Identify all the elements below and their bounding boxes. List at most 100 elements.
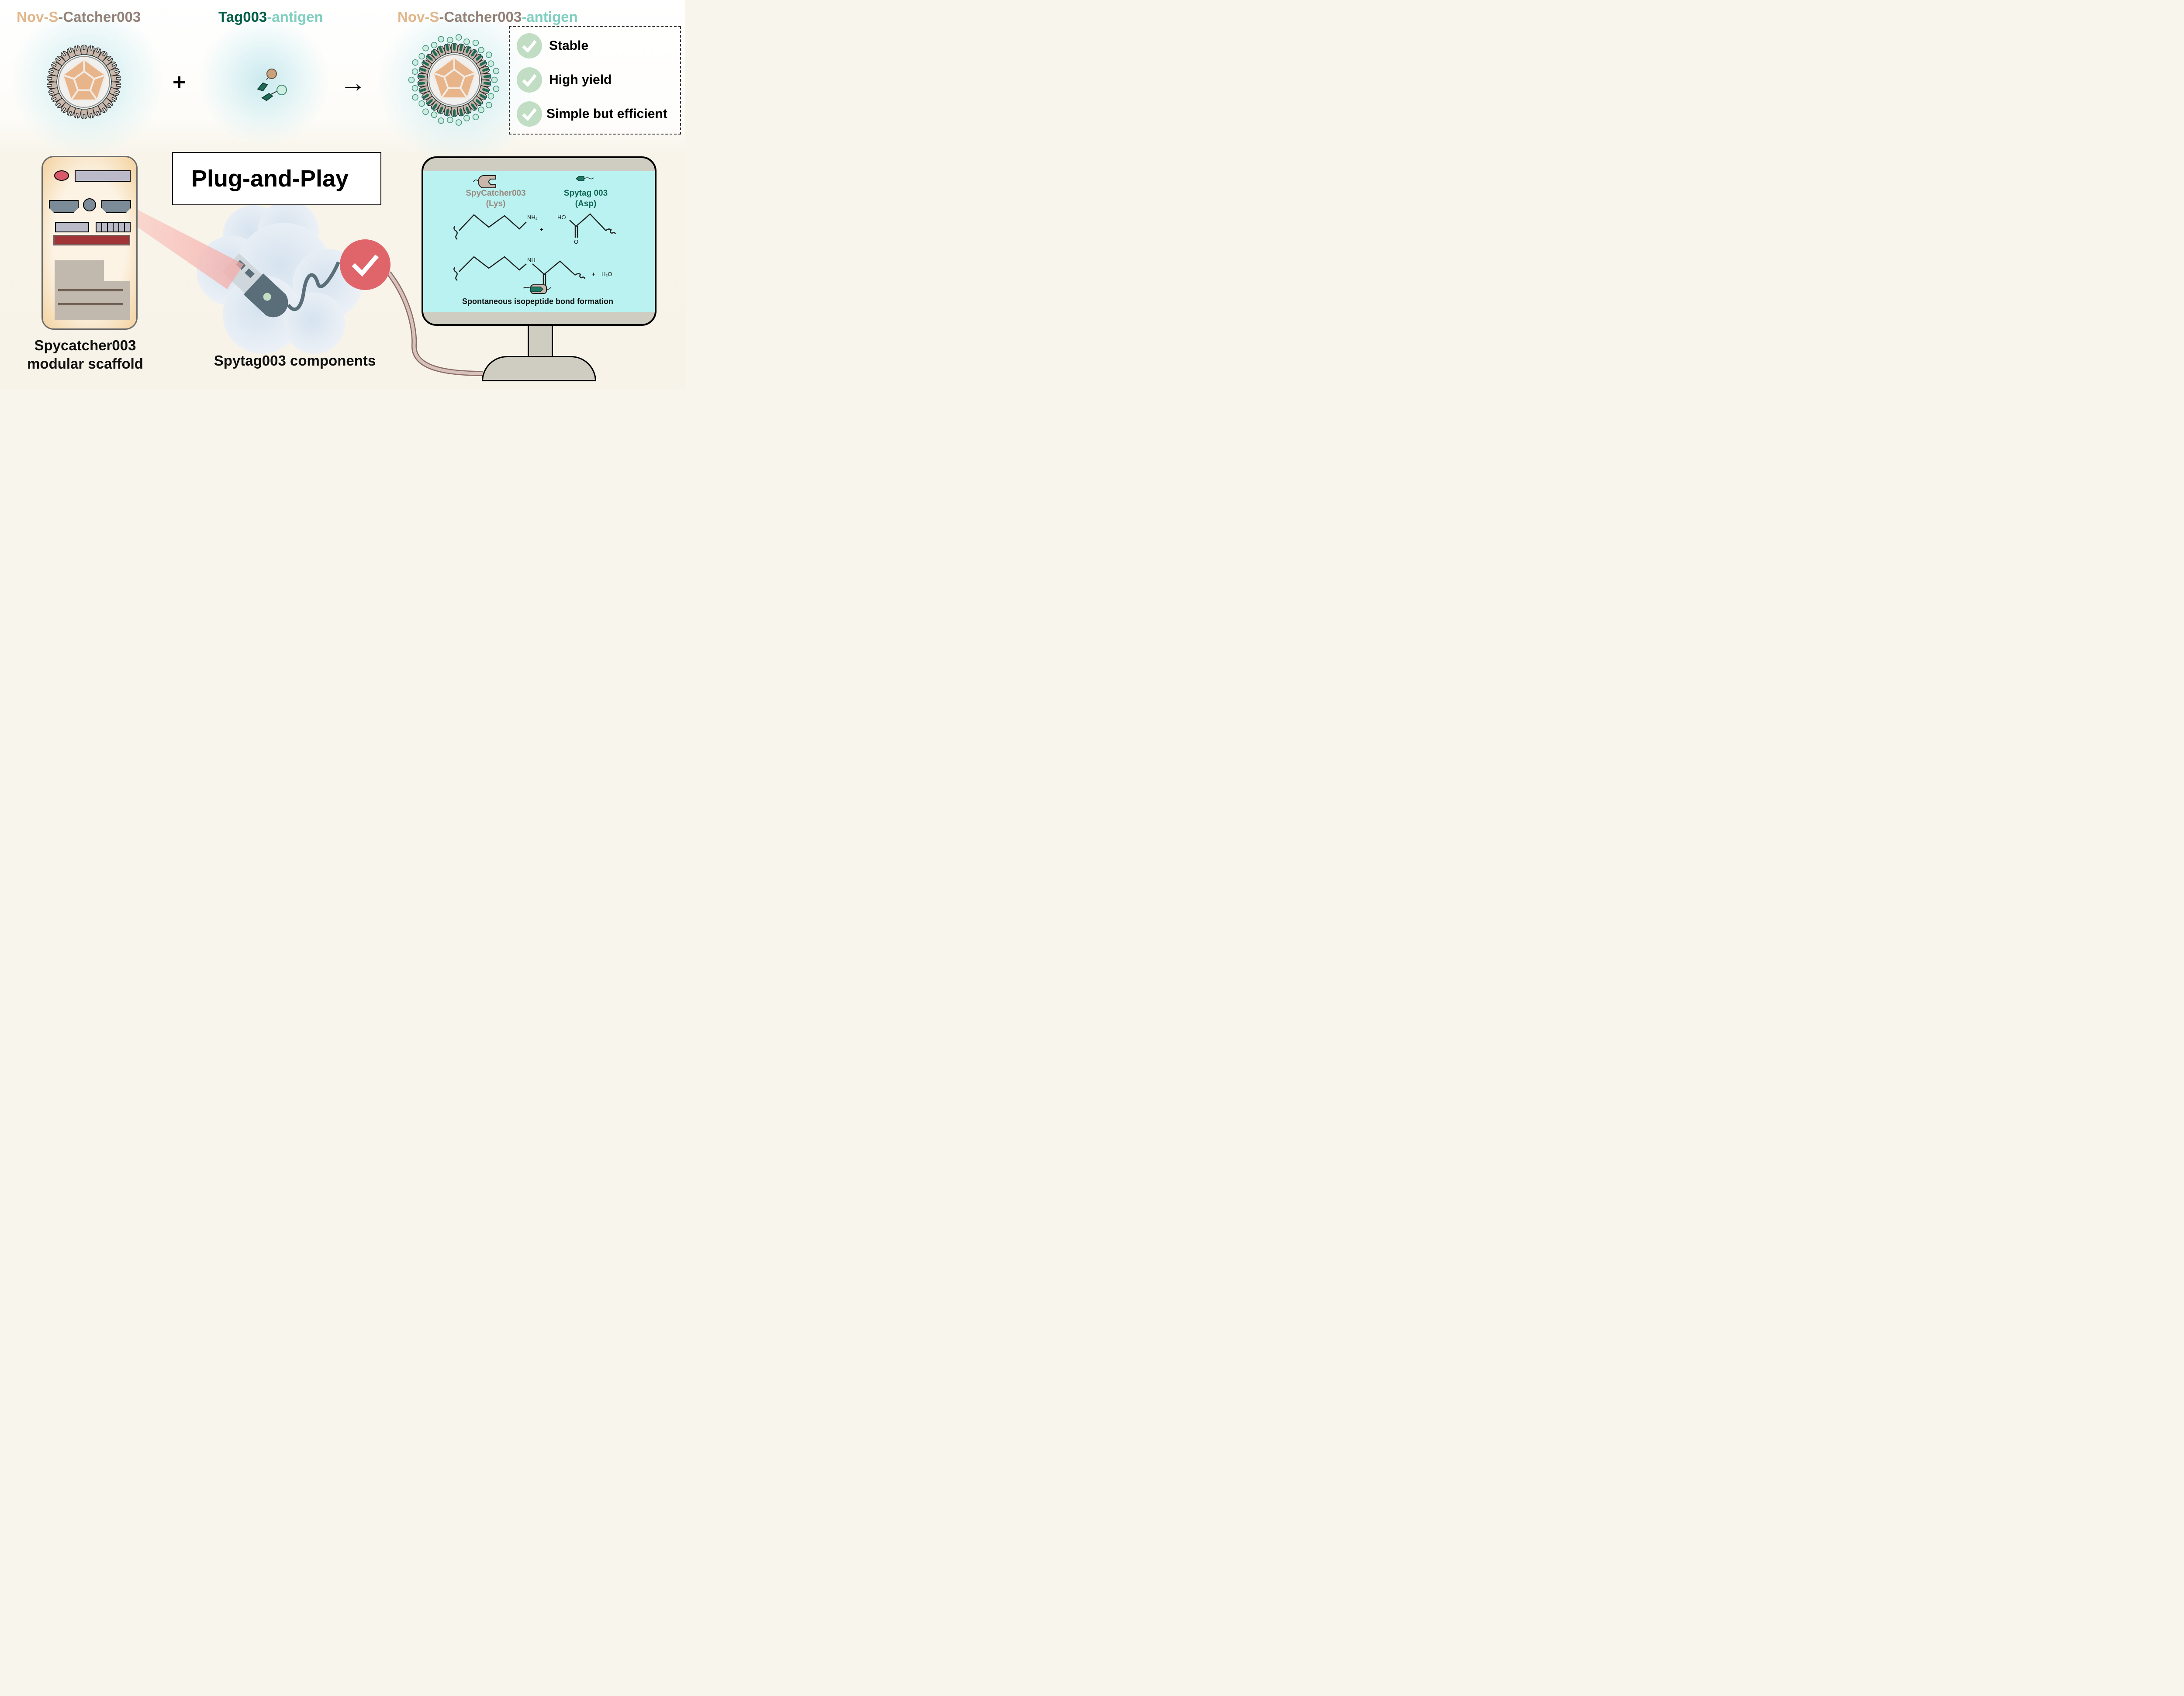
antigen-particle: [478, 107, 484, 113]
product-nanoparticle: [408, 34, 500, 126]
catcher-protein: [92, 105, 101, 117]
catcher-protein: [67, 105, 76, 117]
catcher-protein: [86, 107, 95, 119]
label-block: [55, 281, 130, 320]
antigen-particle: [438, 36, 444, 43]
benefit-item: Simple but efficient: [517, 101, 667, 127]
catcher-protein: [418, 85, 430, 94]
connected-check-badge: [340, 239, 390, 290]
glow-tag: [199, 17, 330, 144]
antigen-particle: [486, 102, 492, 108]
catcher-protein: [467, 49, 478, 61]
spytag-label: Spytag 003: [564, 189, 608, 198]
catcher-ring: [47, 45, 121, 119]
spycatcher-residue: (Lys): [486, 199, 506, 208]
benefit-label: Stable: [549, 38, 589, 53]
antigen-particle: [431, 111, 438, 118]
title-part-catcher: -Catcher003: [58, 9, 141, 25]
catcher-protein: [451, 107, 458, 117]
catcher-protein: [48, 68, 60, 77]
antigen-particle: [431, 42, 438, 48]
catcher-protein: [417, 79, 428, 87]
catcher-protein: [431, 49, 442, 61]
catcher-protein: [472, 95, 483, 106]
carbonyl-o-label: O: [574, 238, 578, 245]
hdmi-port-right: [101, 200, 131, 213]
catcher-protein: [456, 43, 465, 55]
catcher-protein: [102, 97, 113, 108]
catcher-protein: [97, 51, 107, 62]
title-part-s: S: [48, 9, 59, 25]
title-part-s: S: [429, 9, 439, 25]
antigen-particle: [418, 53, 425, 60]
plus-sign: +: [173, 69, 186, 95]
antigen-particle: [472, 39, 479, 46]
antigen-ring: [408, 34, 500, 126]
catcher-protein: [462, 45, 472, 57]
water-label: H₂O: [601, 271, 612, 277]
catcher-protein: [48, 87, 60, 96]
catcher-protein: [425, 95, 437, 106]
catcher-protein: [47, 81, 58, 89]
catcher-protein: [86, 45, 95, 56]
tag-antigen-molecules: [257, 69, 287, 101]
plus-sign-reactants: +: [540, 226, 543, 233]
slot-grill: [96, 222, 131, 232]
catcher-protein: [462, 103, 472, 114]
antigen-particle: [447, 37, 453, 43]
cloud: [197, 205, 363, 354]
power-led: [54, 170, 69, 181]
monitor-stand: [482, 356, 596, 381]
catcher-protein: [451, 42, 458, 53]
slot-left: [55, 222, 89, 232]
title-part-antigen: -antigen: [522, 9, 578, 25]
title-tag003-antigen: Tag003-antigen: [218, 9, 323, 25]
antigen-particle: [463, 38, 470, 45]
catcher-protein: [476, 59, 487, 70]
benefit-item: Stable: [517, 33, 588, 59]
catcher-protein: [73, 45, 82, 56]
spycatcher-label: SpyCatcher003: [466, 189, 525, 198]
check-circle-icon: [517, 67, 542, 93]
monitor-screen: SpyCatcher003 (Lys) Spytag 003 (Asp) NH₂…: [423, 171, 655, 312]
antigen-particle: [411, 68, 418, 75]
check-icon: [352, 254, 379, 277]
catcher-protein: [80, 109, 88, 119]
catcher-protein: [92, 47, 101, 59]
antigen-particle: [478, 47, 484, 53]
catcher-protein: [61, 51, 71, 62]
catcher-protein: [110, 75, 121, 83]
catcher-protein: [467, 99, 478, 111]
catcher-protein: [422, 90, 433, 100]
nh2-label: NH₂: [527, 214, 538, 221]
antigen-particle: [438, 117, 444, 124]
benefit-item: High yield: [517, 67, 612, 93]
ho-label: HO: [557, 214, 566, 221]
title-part-nov: Nov-: [397, 9, 430, 25]
catcher-protein: [55, 97, 66, 108]
antigen-particle: [412, 94, 418, 101]
catcher-protein: [478, 85, 490, 94]
monitor-neck: [528, 323, 553, 359]
catcher-ring: [417, 42, 491, 117]
catcher-protein: [80, 45, 88, 55]
plug-and-play-box: Plug-and-Play: [172, 152, 381, 205]
catcher-protein: [105, 61, 117, 72]
catcher-protein: [110, 81, 121, 89]
catcher-protein: [102, 55, 113, 67]
reaction-arrow: →: [340, 68, 366, 97]
catcher-protein: [456, 105, 465, 117]
plus-sign-products: +: [592, 271, 595, 277]
antigen-particle: [408, 76, 415, 83]
reaction-caption: Spontaneous isopeptide bond formation: [462, 297, 613, 306]
red-bar: [53, 235, 130, 245]
isopeptide-product-structure: [453, 256, 586, 286]
catcher-protein: [55, 55, 66, 67]
figure-canvas: Nov-S-Catcher003 Tag003-antigen Nov-S-Ca…: [0, 0, 685, 390]
title-part-tag: Tag003: [218, 9, 267, 25]
title-nov-s-catcher003: Nov-S-Catcher003: [17, 9, 141, 25]
catcher-protein: [444, 43, 452, 55]
antigen-particle: [472, 114, 479, 121]
catcher-protein: [108, 87, 120, 96]
